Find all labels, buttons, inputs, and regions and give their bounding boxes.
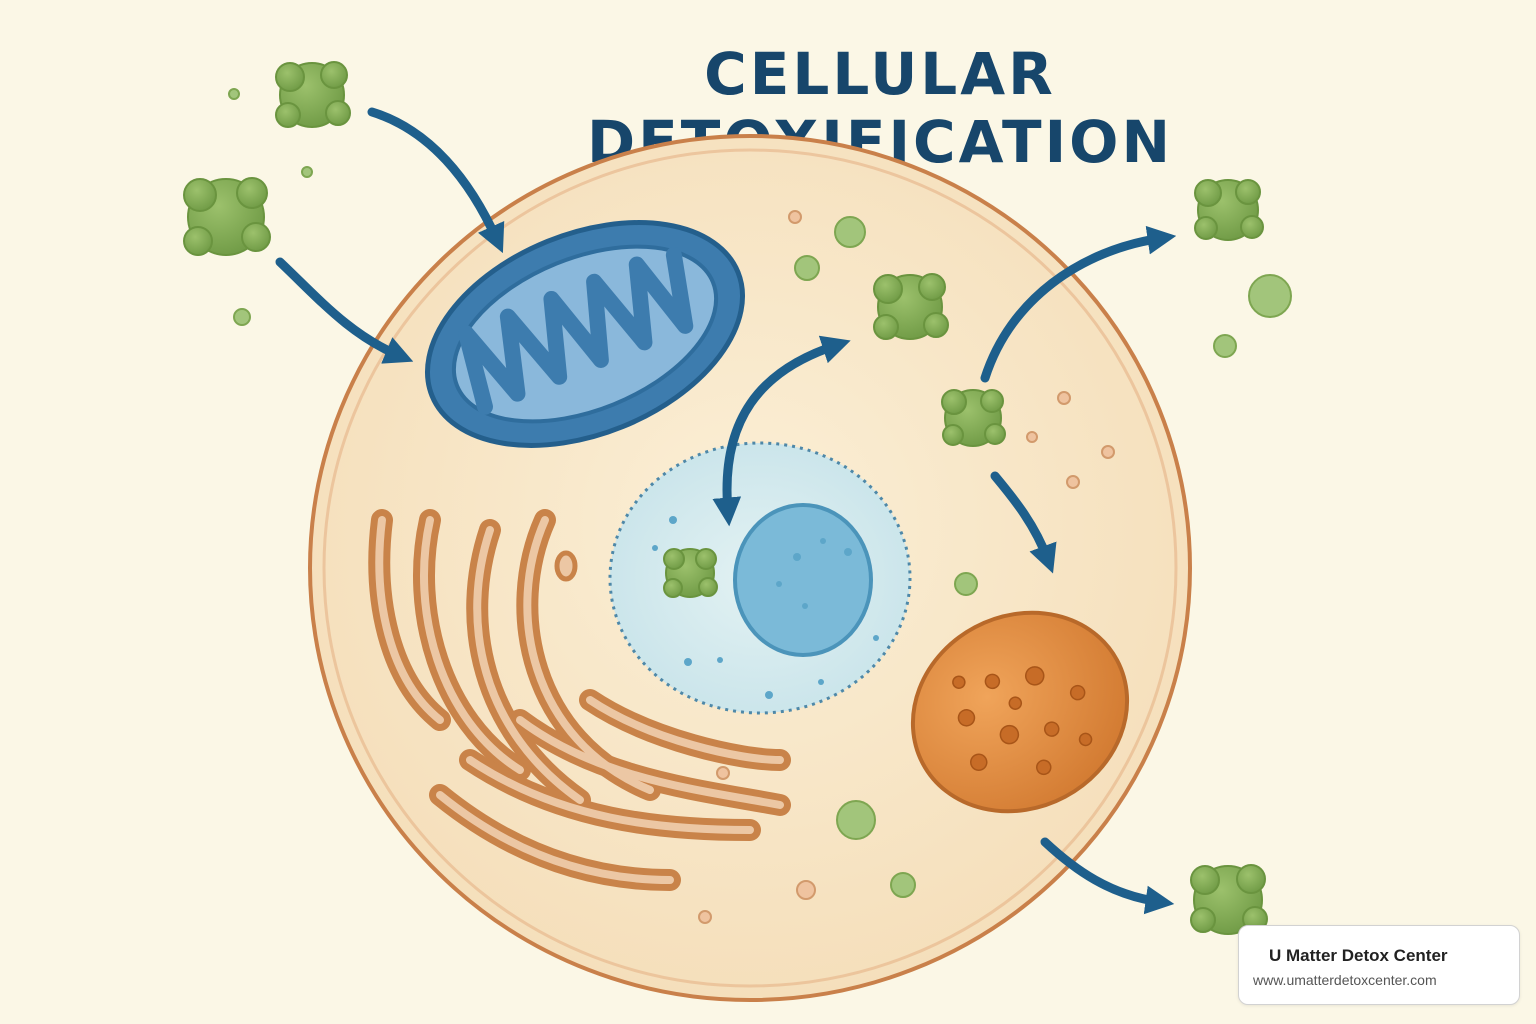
toxin-particles <box>183 61 1268 935</box>
mitochondrion <box>424 220 746 448</box>
flow-arrows <box>275 107 1177 915</box>
nucleus <box>608 441 912 715</box>
flow-arrow-icon <box>275 257 414 364</box>
nucleolus <box>733 503 873 657</box>
toxin-particle-icon <box>1194 179 1264 241</box>
flow-arrow-icon <box>990 471 1057 574</box>
toxin-particle-icon <box>663 548 718 598</box>
flow-arrow-icon <box>367 107 505 254</box>
vesicles <box>698 210 1115 924</box>
brand-url[interactable]: www.umatterdetoxcenter.com <box>1253 972 1437 988</box>
toxin-particle-icon <box>873 273 949 340</box>
golgi-apparatus <box>368 509 791 891</box>
flow-arrow-icon <box>980 225 1177 383</box>
lysosome <box>910 610 1130 814</box>
brand-name: U Matter Detox Center <box>1269 946 1448 965</box>
toxin-particle-icon <box>1190 864 1268 935</box>
granules <box>228 88 1292 898</box>
toxin-particle-icon <box>941 389 1006 447</box>
flow-arrow-icon <box>1040 837 1175 915</box>
flow-arrow-icon <box>712 335 851 527</box>
toxin-particle-icon <box>275 61 351 128</box>
brand-badge: U Matter Detox Center www.umatterdetoxce… <box>1238 925 1520 1005</box>
toxin-particle-icon <box>183 177 271 256</box>
